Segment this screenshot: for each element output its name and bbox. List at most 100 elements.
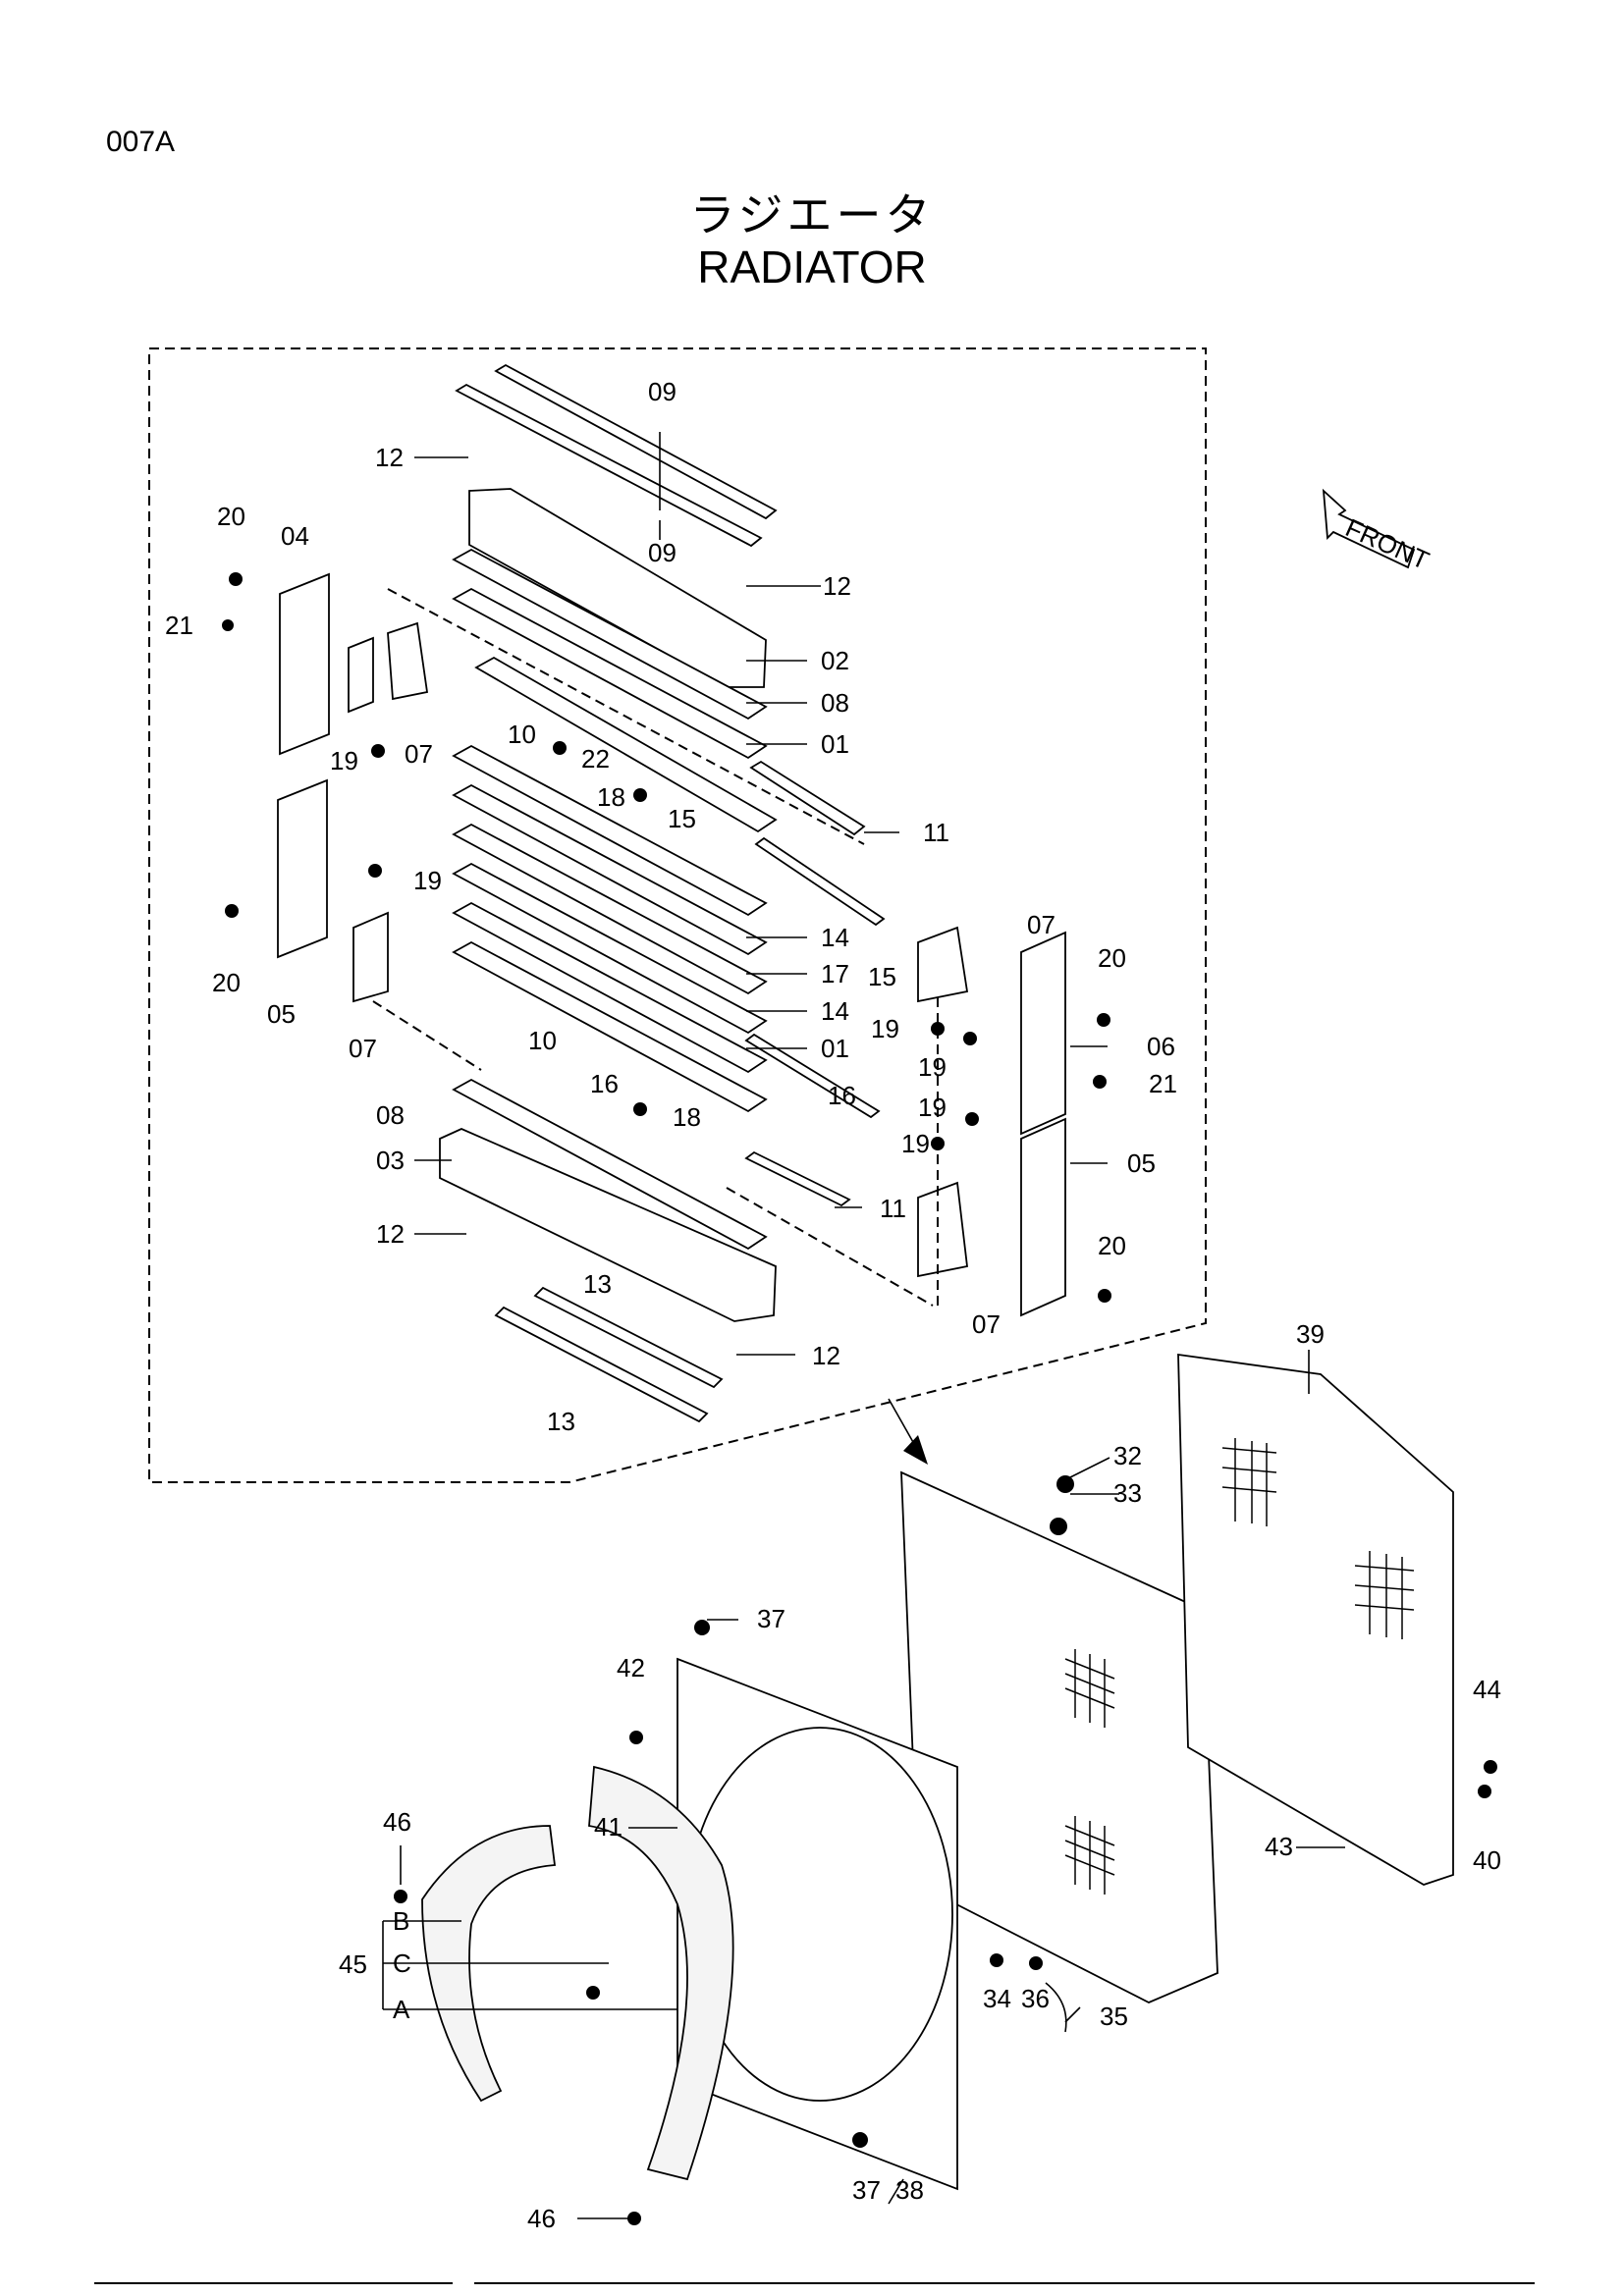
cooler-grid-b bbox=[1354, 1551, 1415, 1639]
callout-33: 33 bbox=[1113, 1478, 1142, 1508]
strip-11-lower bbox=[744, 1150, 851, 1207]
footer-rule-left bbox=[94, 2282, 453, 2284]
strip-16 bbox=[744, 1033, 881, 1119]
callout-19a: 19 bbox=[330, 746, 358, 775]
side-plate-06 bbox=[1020, 931, 1066, 1136]
callout-12a: 12 bbox=[375, 443, 404, 472]
callout-13b: 13 bbox=[547, 1407, 575, 1436]
callout-19f: 19 bbox=[901, 1129, 930, 1158]
footer-rule-right bbox=[474, 2282, 1535, 2284]
callout-19b: 19 bbox=[413, 866, 442, 895]
callout-08a: 08 bbox=[821, 688, 849, 718]
callout-13a: 13 bbox=[583, 1269, 612, 1299]
callout-07d: 07 bbox=[972, 1309, 1001, 1339]
fan-guard-A bbox=[588, 1765, 734, 2181]
callout-08b: 08 bbox=[376, 1100, 405, 1130]
callout-34: 34 bbox=[983, 1984, 1011, 2013]
callout-44: 44 bbox=[1473, 1675, 1501, 1704]
callout-20d: 20 bbox=[1098, 1231, 1126, 1260]
callout-42: 42 bbox=[617, 1653, 645, 1682]
callout-12d: 12 bbox=[812, 1341, 840, 1370]
callout-03: 03 bbox=[376, 1146, 405, 1175]
callout-18b: 18 bbox=[673, 1102, 701, 1132]
bolt-icons bbox=[222, 572, 1497, 2225]
callout-45: 45 bbox=[339, 1949, 367, 1979]
callout-09b: 09 bbox=[648, 538, 677, 567]
fan-guard-B bbox=[421, 1825, 557, 2103]
callout-07b: 07 bbox=[1027, 910, 1056, 939]
callout-45-C: C bbox=[393, 1949, 411, 1978]
strip-15 bbox=[754, 836, 886, 927]
core-grid-a bbox=[1064, 1649, 1115, 1728]
callout-16b: 16 bbox=[828, 1081, 856, 1110]
callout-46a: 46 bbox=[383, 1807, 411, 1837]
callout-35: 35 bbox=[1100, 2002, 1128, 2031]
callout-39: 39 bbox=[1296, 1319, 1325, 1349]
side-plate-05-left bbox=[277, 778, 328, 959]
callout-21a: 21 bbox=[165, 611, 193, 640]
callout-10b: 10 bbox=[528, 1026, 557, 1055]
bracket-07d bbox=[917, 926, 969, 1003]
detail-boundary bbox=[148, 347, 1207, 1483]
page-code: 007A bbox=[106, 126, 176, 158]
title-japanese: ラジエータ bbox=[689, 188, 935, 241]
callout-02: 02 bbox=[821, 646, 849, 675]
hose-38 bbox=[888, 2178, 904, 2205]
strip-13-lower bbox=[494, 1306, 709, 1423]
callout-18a: 18 bbox=[597, 782, 625, 812]
strip-11-upper bbox=[749, 760, 866, 836]
strip-13-upper bbox=[533, 1286, 724, 1389]
callout-16a: 16 bbox=[590, 1069, 619, 1098]
lower-tank bbox=[439, 1128, 777, 1322]
callout-11a: 11 bbox=[923, 818, 949, 847]
leader-lines bbox=[382, 432, 1345, 2219]
callout-37a: 37 bbox=[757, 1604, 785, 1633]
front-arrow-icon: FRONT bbox=[1322, 488, 1434, 575]
bracket-07b bbox=[387, 621, 429, 701]
callout-05a: 05 bbox=[267, 999, 296, 1029]
callout-41: 41 bbox=[594, 1812, 623, 1842]
callout-38: 38 bbox=[895, 2175, 924, 2205]
callout-19c: 19 bbox=[871, 1014, 899, 1043]
callout-14a: 14 bbox=[821, 923, 849, 952]
callout-01a: 01 bbox=[821, 729, 849, 759]
side-plate-04 bbox=[279, 572, 330, 756]
callout-22: 22 bbox=[581, 744, 610, 774]
callout-32: 32 bbox=[1113, 1441, 1142, 1470]
callout-01b: 01 bbox=[821, 1034, 849, 1063]
callout-45-A: A bbox=[393, 1995, 410, 2024]
callout-11b: 11 bbox=[880, 1194, 906, 1223]
cooler-grid-a bbox=[1221, 1438, 1277, 1526]
core-grid-b bbox=[1064, 1816, 1115, 1895]
callout-21b: 21 bbox=[1149, 1069, 1177, 1098]
callout-46b: 46 bbox=[527, 2204, 556, 2233]
core-plates bbox=[452, 548, 778, 1251]
detail-pointer-head bbox=[903, 1435, 928, 1465]
side-plate-05-right bbox=[1020, 1117, 1066, 1317]
callout-20a: 20 bbox=[217, 502, 245, 531]
callout-45-B: B bbox=[393, 1906, 409, 1936]
callout-12b: 12 bbox=[823, 571, 851, 601]
oil-cooler-39 bbox=[1177, 1353, 1454, 1886]
title-english: RADIATOR bbox=[697, 241, 927, 293]
upper-tank bbox=[468, 488, 767, 688]
strip-09-upper bbox=[455, 363, 778, 548]
front-arrow-label: FRONT bbox=[1341, 512, 1434, 575]
callout-36: 36 bbox=[1021, 1984, 1050, 2013]
callout-37b: 37 bbox=[852, 2175, 881, 2205]
hose-35 bbox=[1045, 1982, 1067, 2033]
callout-05b: 05 bbox=[1127, 1148, 1156, 1178]
callout-15b: 15 bbox=[868, 962, 896, 991]
callout-14b: 14 bbox=[821, 996, 849, 1026]
callout-43: 43 bbox=[1265, 1832, 1293, 1861]
callout-09a: 09 bbox=[648, 377, 677, 406]
callout-10a: 10 bbox=[508, 720, 536, 749]
callout-20b: 20 bbox=[1098, 943, 1126, 973]
callout-04: 04 bbox=[281, 521, 309, 551]
callout-12c: 12 bbox=[376, 1219, 405, 1249]
callout-40: 40 bbox=[1473, 1845, 1501, 1875]
callout-07a: 07 bbox=[405, 739, 433, 769]
bracket-07a bbox=[348, 636, 374, 714]
callout-15a: 15 bbox=[668, 804, 696, 833]
